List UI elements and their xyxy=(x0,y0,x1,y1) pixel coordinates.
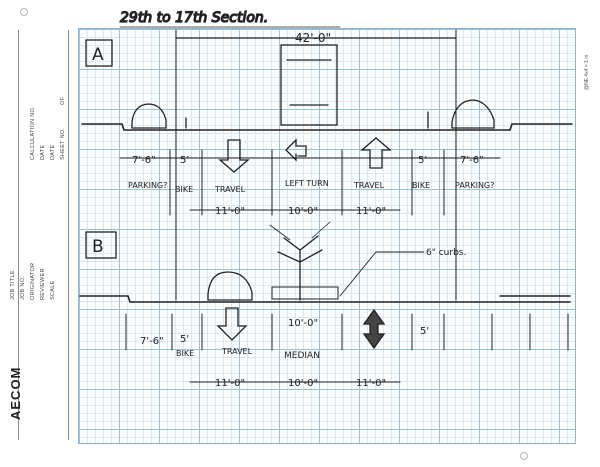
left-turn-arrow xyxy=(285,138,307,162)
width-bike-left: 5' xyxy=(180,155,189,166)
lane-bike-right: BIKE xyxy=(412,181,430,190)
lane-travel-right: TRAVEL xyxy=(353,181,385,190)
lane-bike-b: BIKE xyxy=(176,349,194,358)
lane-travel-left: TRAVEL xyxy=(214,185,246,194)
car-sketch-right xyxy=(451,99,495,129)
bus-sketch xyxy=(280,44,338,126)
overall-width: 42'-0" xyxy=(295,31,331,45)
width-parking-right: 7'-6" xyxy=(460,155,484,166)
dim-travel-right: 11'-0" xyxy=(356,206,386,217)
bus-detail xyxy=(286,59,332,106)
tree-branches xyxy=(269,221,331,241)
lane-median-b: MEDIAN xyxy=(284,351,320,361)
section-a-ground-line xyxy=(81,123,573,131)
travel-arrow-down xyxy=(218,139,250,173)
lane-bike-left: BIKE xyxy=(175,185,193,194)
form-rule xyxy=(18,30,19,440)
sheet-title-block: JOB TITLE JOB NO. ORIGINATOR REVIEWER SC… xyxy=(0,0,78,467)
cyclist-sketch xyxy=(185,111,429,129)
form-rule xyxy=(68,30,69,440)
section-b-lane-dividers xyxy=(125,313,569,351)
section-b-tag-box xyxy=(85,231,117,259)
curb-leader-line xyxy=(339,251,425,297)
sketch-title: 29th to 17th Section. xyxy=(120,10,268,26)
dim-travel-b-right: 11'-0" xyxy=(356,378,386,389)
dim-median-b: 10'-0" xyxy=(288,378,318,389)
lane-travel-b: TRAVEL xyxy=(221,347,253,356)
travel-arrow-down-b xyxy=(216,307,248,341)
punch-hole xyxy=(20,8,28,16)
width-parking-left: 7'-6" xyxy=(132,155,156,166)
punch-hole xyxy=(520,452,528,460)
lane-parking-right: PARKING? xyxy=(455,181,494,190)
section-a-tag-box xyxy=(85,39,113,67)
tree-sketch xyxy=(277,235,323,301)
two-way-arrow-b xyxy=(362,308,386,350)
lane-parking-left: PARKING? xyxy=(128,181,167,190)
median-width: 10'-0" xyxy=(288,318,318,329)
section-b-tag: B xyxy=(92,237,104,257)
car-sketch-left xyxy=(131,103,167,129)
car-sketch-b xyxy=(207,271,253,301)
width-bike-b: 5' xyxy=(180,334,189,345)
graph-paper-grid xyxy=(78,28,576,444)
section-a-lane-dividers xyxy=(169,149,445,216)
curb-note: 6" curbs. xyxy=(426,248,466,258)
width-bike-right: 5' xyxy=(418,155,427,166)
section-b-ground-line xyxy=(79,295,571,303)
dim-travel-left: 11'-0" xyxy=(215,206,245,217)
section-a-tag: A xyxy=(92,45,104,65)
dim-left-turn: 10'-0" xyxy=(288,206,318,217)
lane-left-turn: LEFT TURN xyxy=(285,179,329,188)
width-bike-b-right: 5' xyxy=(420,326,429,337)
dim-travel-b-left: 11'-0" xyxy=(215,378,245,389)
travel-arrow-up xyxy=(360,137,392,169)
median-sketch xyxy=(271,286,339,300)
width-parking-b: 7'-6" xyxy=(140,336,164,347)
